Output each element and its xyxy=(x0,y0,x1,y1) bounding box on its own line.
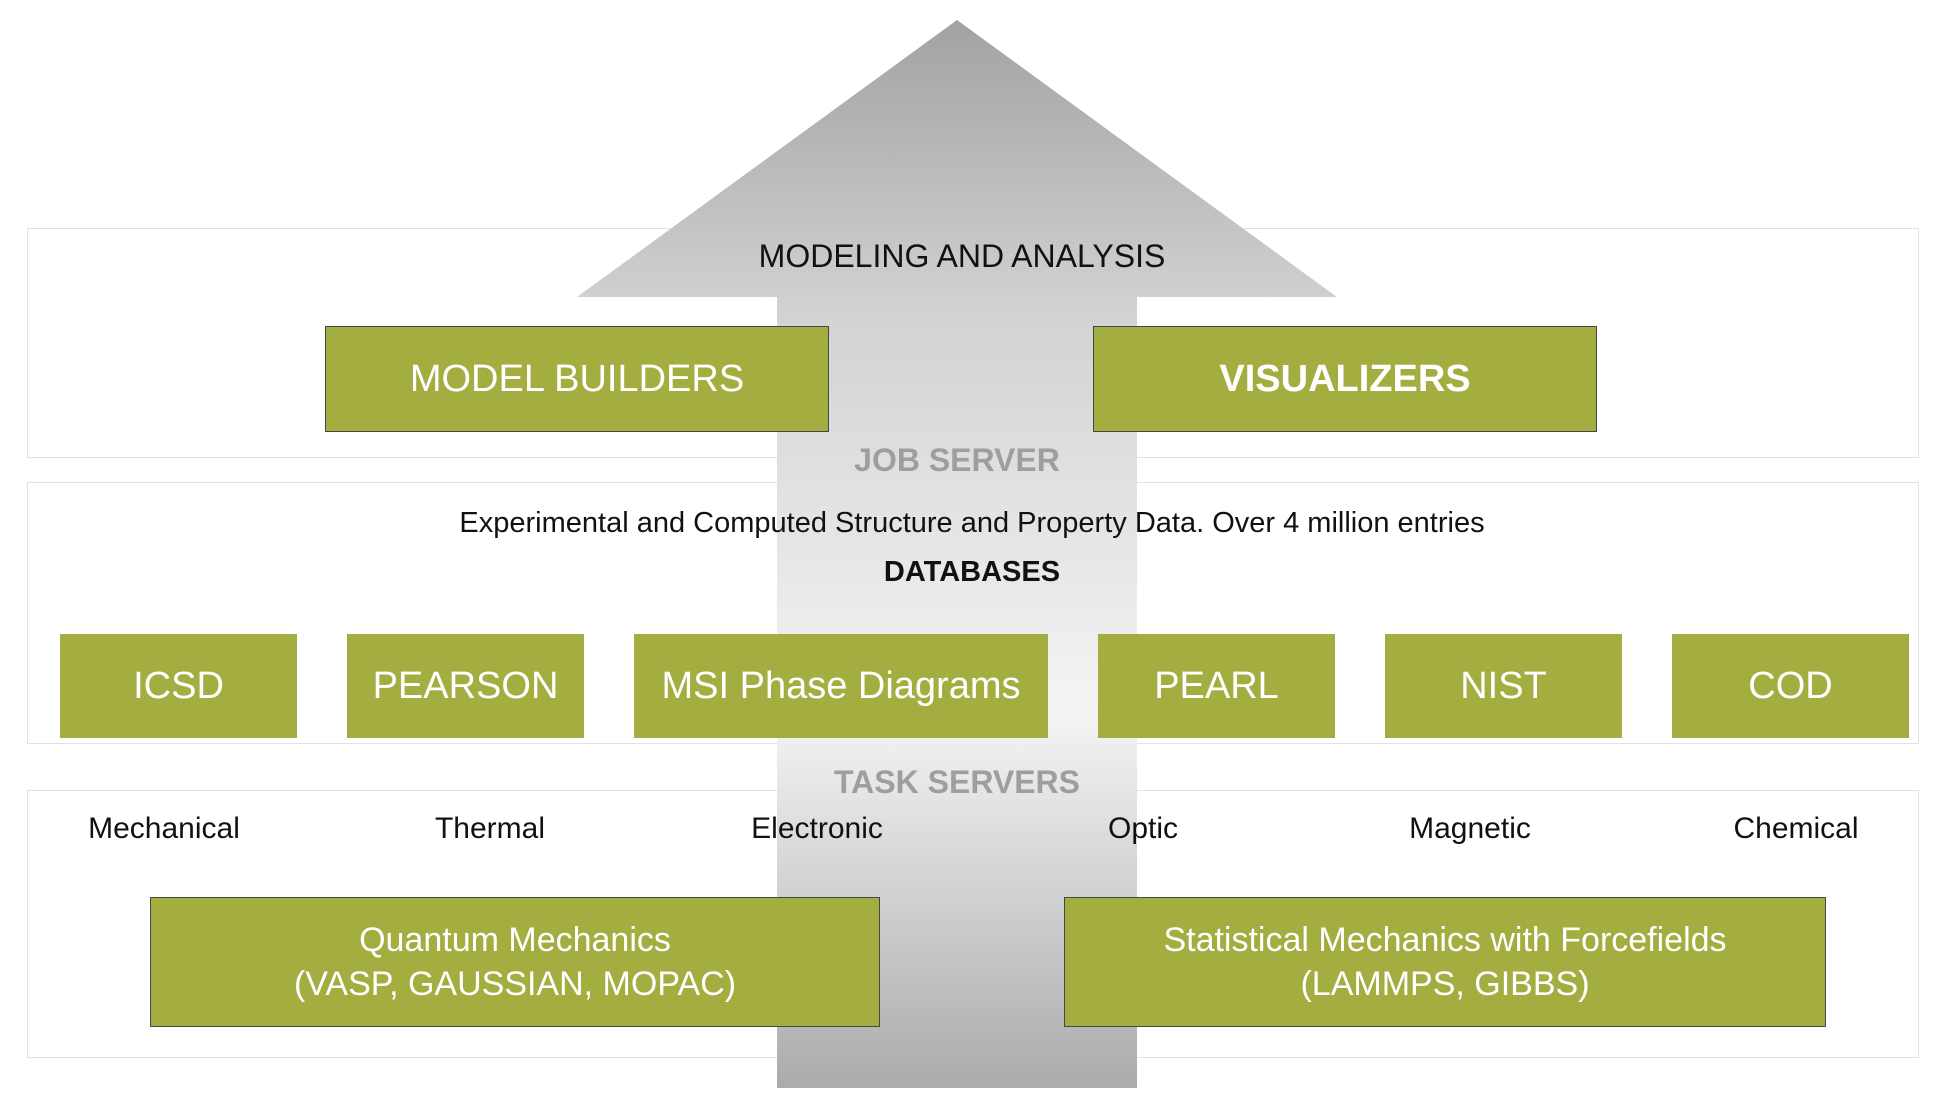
database-item-icsd[interactable]: ICSD xyxy=(60,634,297,738)
visualizers-label: VISUALIZERS xyxy=(1219,357,1471,400)
visualizers-box[interactable]: VISUALIZERS xyxy=(1093,326,1597,432)
model-builders-label: MODEL BUILDERS xyxy=(409,357,745,400)
job-server-label: JOB SERVER xyxy=(854,442,1060,478)
property-mechanical: Mechanical xyxy=(88,812,240,845)
database-item-nist[interactable]: NIST xyxy=(1385,634,1622,738)
property-chemical: Chemical xyxy=(1733,812,1859,845)
database-item-label: MSI Phase Diagrams xyxy=(661,664,1021,707)
property-electronic: Electronic xyxy=(751,812,883,845)
database-item-label: ICSD xyxy=(133,664,224,707)
property-magnetic: Magnetic xyxy=(1409,812,1531,845)
database-item-pearl[interactable]: PEARL xyxy=(1098,634,1335,738)
database-item-pearson[interactable]: PEARSON xyxy=(347,634,584,738)
database-item-label: PEARL xyxy=(1154,664,1279,707)
statistical-mechanics-tools: (LAMMPS, GIBBS) xyxy=(1300,965,1590,1003)
database-item-cod[interactable]: COD xyxy=(1672,634,1909,738)
database-item-label: COD xyxy=(1748,664,1833,707)
quantum-mechanics-box[interactable]: Quantum Mechanics (VASP, GAUSSIAN, MOPAC… xyxy=(150,897,880,1027)
quantum-mechanics-tools: (VASP, GAUSSIAN, MOPAC) xyxy=(293,965,737,1003)
database-item-label: NIST xyxy=(1460,664,1547,707)
database-item-label: PEARSON xyxy=(372,664,559,707)
modeling-title: MODELING AND ANALYSIS xyxy=(758,238,1166,274)
model-builders-box[interactable]: MODEL BUILDERS xyxy=(325,326,829,432)
arrow-shape xyxy=(577,20,1337,1088)
database-description: Experimental and Computed Structure and … xyxy=(459,507,1485,539)
statistical-mechanics-box[interactable]: Statistical Mechanics with Forcefields (… xyxy=(1064,897,1826,1027)
property-optic: Optic xyxy=(1107,812,1179,845)
statistical-mechanics-title: Statistical Mechanics with Forcefields xyxy=(1163,921,1727,959)
task-servers-label: TASK SERVERS xyxy=(834,764,1080,800)
property-thermal: Thermal xyxy=(434,812,546,845)
databases-title: DATABASES xyxy=(883,556,1061,588)
quantum-mechanics-title: Quantum Mechanics xyxy=(359,921,671,959)
database-item-msi-phase-diagrams[interactable]: MSI Phase Diagrams xyxy=(634,634,1048,738)
